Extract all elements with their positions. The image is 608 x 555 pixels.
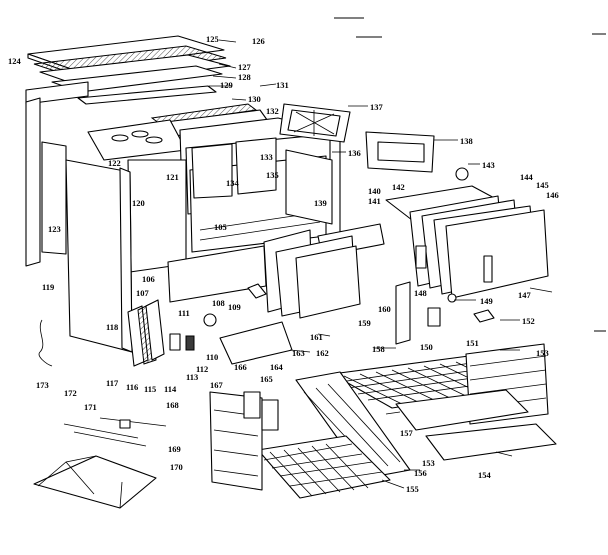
callout-139: 139 [314,198,327,208]
callout-167: 167 [210,380,224,390]
callout-141: 141 [368,196,381,206]
callout-119: 119 [42,282,54,292]
callout-171: 171 [84,402,97,412]
callout-149: 149 [480,296,493,306]
callout-121: 121 [166,172,179,182]
callout-118: 118 [106,322,118,332]
callout-120: 120 [132,198,145,208]
callout-154: 154 [478,470,492,480]
indicator-knob [455,167,469,181]
callout-133: 133 [260,152,273,162]
callout-153-lower: 153 [422,458,435,468]
callout-157: 157 [400,428,414,438]
door-strips [127,299,165,367]
callout-160: 160 [378,304,391,314]
callout-115: 115 [144,384,156,394]
callout-153: 153 [536,348,549,358]
left-side-panel [25,81,89,267]
callout-159: 159 [358,318,371,328]
callout-138: 138 [460,136,473,146]
callout-169: 169 [168,444,181,454]
callout-132: 132 [266,106,279,116]
callout-137: 137 [370,102,384,112]
callout-164: 164 [270,362,284,372]
label-leaders [209,39,553,489]
power-cord [38,319,53,367]
broiler-pan [425,423,557,461]
callout-124: 124 [8,56,22,66]
callout-105: 105 [214,222,227,232]
callout-127: 127 [238,62,252,72]
callout-135: 135 [266,170,279,180]
callout-126: 126 [252,36,265,46]
callout-108: 108 [212,298,225,308]
callout-170: 170 [170,462,183,472]
callout-112: 112 [196,364,208,374]
broiler-grill [257,435,391,499]
callout-147: 147 [518,290,532,300]
callout-labels: 124 125 126 127 128 129 130 131 132 133 … [8,34,559,494]
rear-panel [41,141,67,255]
callout-129: 129 [220,80,233,90]
callout-162: 162 [316,348,329,358]
cooktop [87,119,187,161]
oven-door-assembly [385,185,549,299]
callout-173: 173 [36,380,49,390]
callout-116: 116 [126,382,138,392]
callout-142: 142 [392,182,405,192]
hinge-parts [415,245,495,327]
door-liner [295,245,361,319]
callout-166: 166 [234,362,247,372]
callout-145: 145 [536,180,549,190]
callout-136: 136 [348,148,361,158]
callout-165: 165 [260,374,273,384]
side-frame [285,149,333,225]
callout-130: 130 [248,94,261,104]
callout-156: 156 [414,468,427,478]
callout-106: 106 [142,274,155,284]
callout-146: 146 [546,190,559,200]
callout-143: 143 [482,160,495,170]
callout-172: 172 [64,388,77,398]
callout-125: 125 [206,34,219,44]
callout-123: 123 [48,224,61,234]
callout-109: 109 [228,302,241,312]
callout-152: 152 [522,316,535,326]
callout-107: 107 [136,288,150,298]
callout-161: 161 [310,332,323,342]
callout-110: 110 [206,352,218,362]
callout-128: 128 [238,72,251,82]
vertical-bar [395,281,411,345]
rack-clip [261,399,279,431]
lower-bracket [219,321,293,365]
callout-131: 131 [276,80,289,90]
callout-117: 117 [106,378,119,388]
rack-bracket [243,391,261,419]
broil-pan [395,389,529,431]
drawer-rods [63,417,167,447]
callout-140: 140 [368,186,381,196]
callout-163: 163 [292,348,305,358]
callout-144: 144 [520,172,534,182]
callout-113: 113 [186,372,198,382]
convection-fan [279,103,351,143]
front-door-panel [65,159,133,353]
vent-cover [365,131,435,173]
callout-122: 122 [108,158,121,168]
callout-134: 134 [226,178,240,188]
callout-158: 158 [372,344,385,354]
callout-111: 111 [178,308,190,318]
callout-151: 151 [466,338,479,348]
callout-114: 114 [164,384,177,394]
callout-150: 150 [420,342,433,352]
callout-155: 155 [406,484,419,494]
small-fittings [169,283,267,351]
drawer-frame [33,455,157,509]
callout-148: 148 [414,288,427,298]
callout-168: 168 [166,400,179,410]
